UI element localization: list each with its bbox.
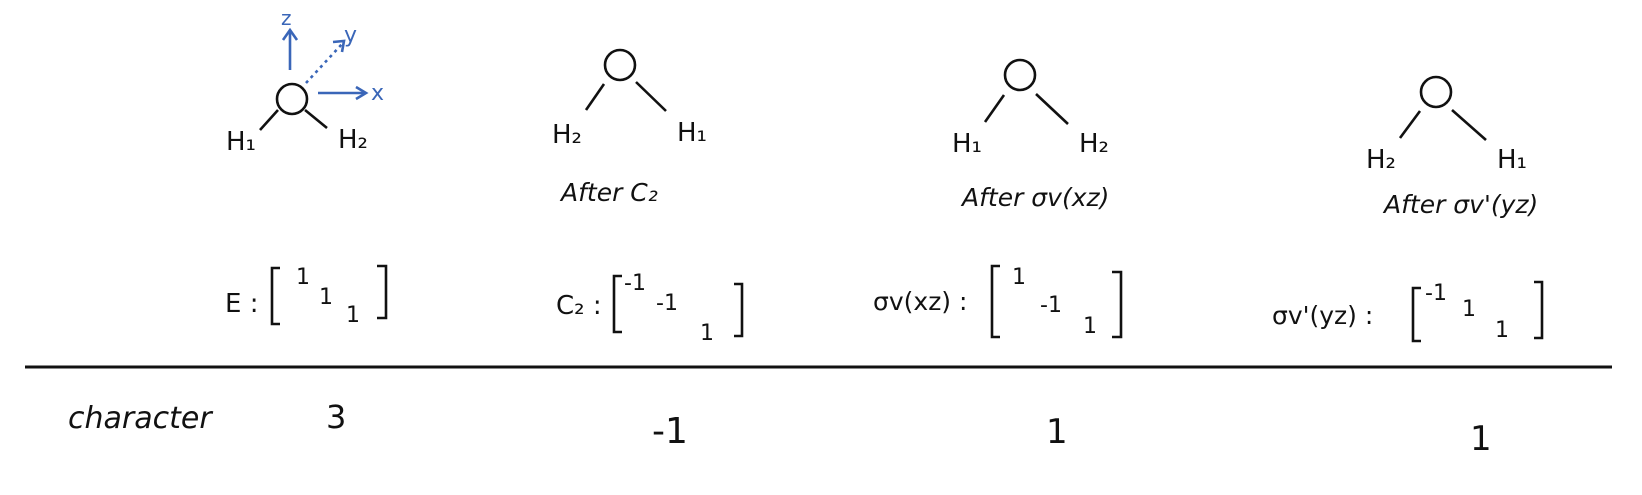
- character-value-sigma-v-xz: 1: [1046, 412, 1068, 452]
- matrix-entry-33: 1: [1083, 314, 1097, 339]
- h-left-label: H₂: [1366, 145, 1396, 175]
- molecule-after-sigma-v-prime-yz: H₂ H₁ After σv'(yz): [1366, 75, 1538, 219]
- matrix-entry-22: 1: [319, 285, 333, 310]
- matrix-label: σv'(yz) :: [1272, 301, 1373, 330]
- h-left-label: H₁: [226, 127, 256, 157]
- matrix-entry-22: 1: [1462, 297, 1476, 322]
- h-right-label: H₂: [338, 125, 368, 155]
- matrix-label: C₂ :: [556, 291, 602, 321]
- oxygen-atom: [1419, 75, 1453, 109]
- matrix-sigma-v-xz: σv(xz) : 1 -1 1: [873, 264, 1123, 339]
- matrix-sigma-v-prime-yz: σv'(yz) : -1 1 1: [1272, 280, 1544, 343]
- axes: [281, 27, 369, 101]
- matrix-entry-22: -1: [656, 291, 678, 316]
- matrix-entry-22: -1: [1040, 293, 1062, 318]
- character-value-e: 3: [326, 398, 346, 436]
- molecule-after-c2: H₂ H₁ After C₂: [552, 48, 707, 207]
- left-bracket: [990, 264, 1000, 339]
- y-axis-arrow: [305, 43, 343, 84]
- left-bracket: [1411, 286, 1421, 343]
- matrix-e: E : 1 1 1: [225, 264, 388, 328]
- matrix-entry-33: 1: [1495, 318, 1509, 343]
- matrix-entry-11: 1: [1012, 265, 1026, 290]
- h-left-label: H₁: [952, 129, 982, 159]
- character-row: character 3 -1 1 1: [68, 398, 1492, 459]
- right-bracket: [377, 264, 388, 320]
- z-axis-label: z: [281, 6, 292, 30]
- caption: After C₂: [559, 178, 658, 207]
- h-right-label: H₁: [1497, 145, 1527, 175]
- character-value-c2: -1: [652, 411, 688, 452]
- matrix-entry-33: 1: [346, 303, 360, 328]
- matrix-c2: C₂ : -1 -1 1: [556, 271, 744, 346]
- molecule-reference: H₁ H₂ z y x: [226, 6, 384, 157]
- oxygen-atom: [275, 82, 309, 116]
- right-bracket: [734, 282, 744, 338]
- matrix-label: E :: [225, 289, 258, 319]
- oxygen-atom: [1003, 58, 1037, 92]
- h-left-label: H₂: [552, 120, 582, 150]
- oxygen-atom: [603, 48, 637, 82]
- molecule-after-sigma-v-xz: H₁ H₂ After σv(xz): [952, 58, 1109, 212]
- left-bracket: [612, 274, 622, 334]
- y-axis-label: y: [344, 23, 357, 48]
- character-value-sigma-v-prime-yz: 1: [1470, 419, 1492, 459]
- left-bracket: [270, 266, 280, 326]
- x-axis-label: x: [371, 81, 384, 106]
- caption: After σv'(yz): [1382, 190, 1538, 219]
- matrix-entry-11: -1: [1425, 281, 1447, 306]
- character-row-label: character: [68, 401, 213, 436]
- caption: After σv(xz): [960, 183, 1109, 212]
- right-bracket: [1534, 280, 1544, 340]
- h-right-label: H₂: [1079, 129, 1109, 159]
- right-bracket: [1112, 270, 1123, 339]
- matrix-entry-11: 1: [296, 265, 310, 290]
- matrix-entry-33: 1: [700, 321, 714, 346]
- h-right-label: H₁: [677, 118, 707, 148]
- matrix-entry-11: -1: [624, 271, 646, 296]
- matrix-label: σv(xz) :: [873, 287, 967, 316]
